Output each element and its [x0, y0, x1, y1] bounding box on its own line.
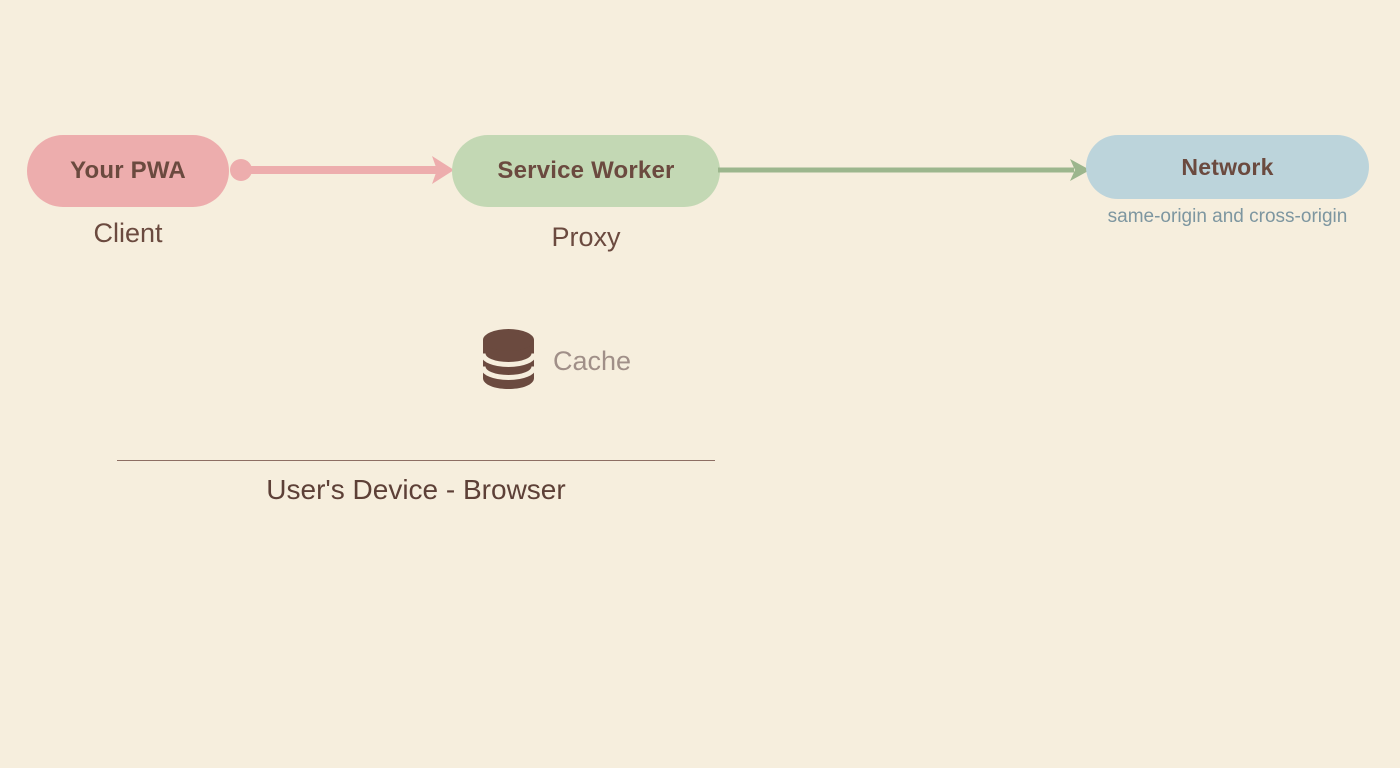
node-service-worker[interactable]: Service Worker [452, 135, 720, 207]
node-service-worker-caption: Proxy [551, 222, 621, 252]
node-your-pwa-caption: Client [93, 218, 163, 248]
node-network-label: Network [1181, 153, 1274, 180]
node-your-pwa[interactable]: Your PWA [27, 135, 229, 207]
node-network-caption: same-origin and cross-origin [1107, 206, 1348, 227]
device-boundary-label: User's Device - Browser [266, 474, 566, 505]
connector-arrowhead-icon [432, 156, 454, 184]
node-service-worker-label: Service Worker [497, 157, 675, 184]
connector-proxy-to-network [718, 157, 1093, 188]
node-your-pwa-label: Your PWA [70, 157, 186, 184]
connector-arrowhead-icon [1070, 159, 1090, 181]
device-boundary-divider [117, 460, 715, 461]
connector-client-to-proxy [230, 152, 460, 193]
database-icon [480, 328, 537, 395]
cache-storage[interactable]: Cache [480, 328, 632, 395]
node-network[interactable]: Network [1086, 135, 1369, 199]
cache-label: Cache [553, 346, 632, 376]
